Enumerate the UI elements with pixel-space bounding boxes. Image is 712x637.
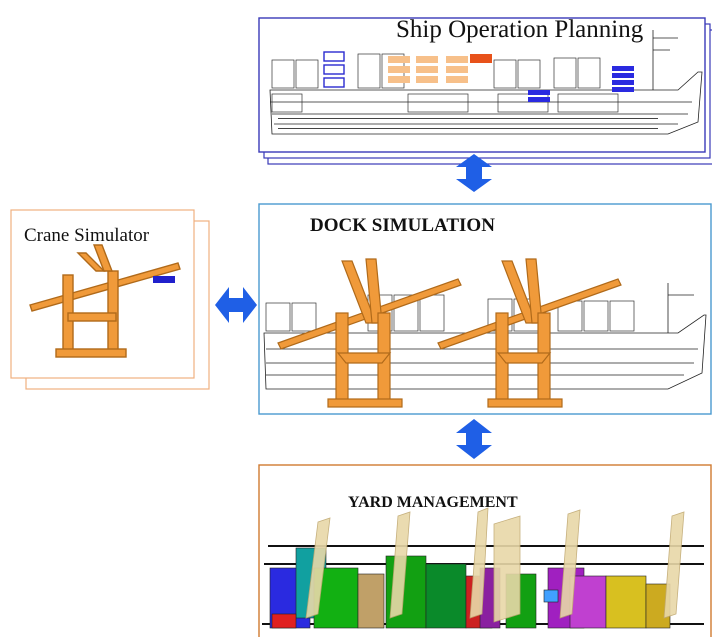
ship-dock-arrow: [452, 153, 496, 193]
dock-simulation-title: DOCK SIMULATION: [310, 215, 495, 236]
yard-management-panel: YARD MANAGEMENT: [258, 464, 712, 637]
ship-planning-title: Ship Operation Planning: [396, 16, 644, 43]
dock-simulation-panel: DOCK SIMULATION: [258, 203, 712, 415]
dock-simulation-graphic: [258, 203, 712, 415]
ship-planning-panel: Ship Operation Planning: [258, 10, 712, 170]
dock-yard-arrow: [452, 418, 496, 460]
ship-planning-graphic: [258, 17, 712, 165]
crane-dock-arrow: [214, 283, 258, 327]
crane-simulator-graphic: [10, 209, 210, 390]
yard-management-title: YARD MANAGEMENT: [348, 494, 518, 511]
yard-management-graphic: [258, 464, 712, 637]
crane-simulator-panel: Crane Simulator: [8, 205, 213, 395]
crane-simulator-title: Crane Simulator: [24, 225, 150, 246]
